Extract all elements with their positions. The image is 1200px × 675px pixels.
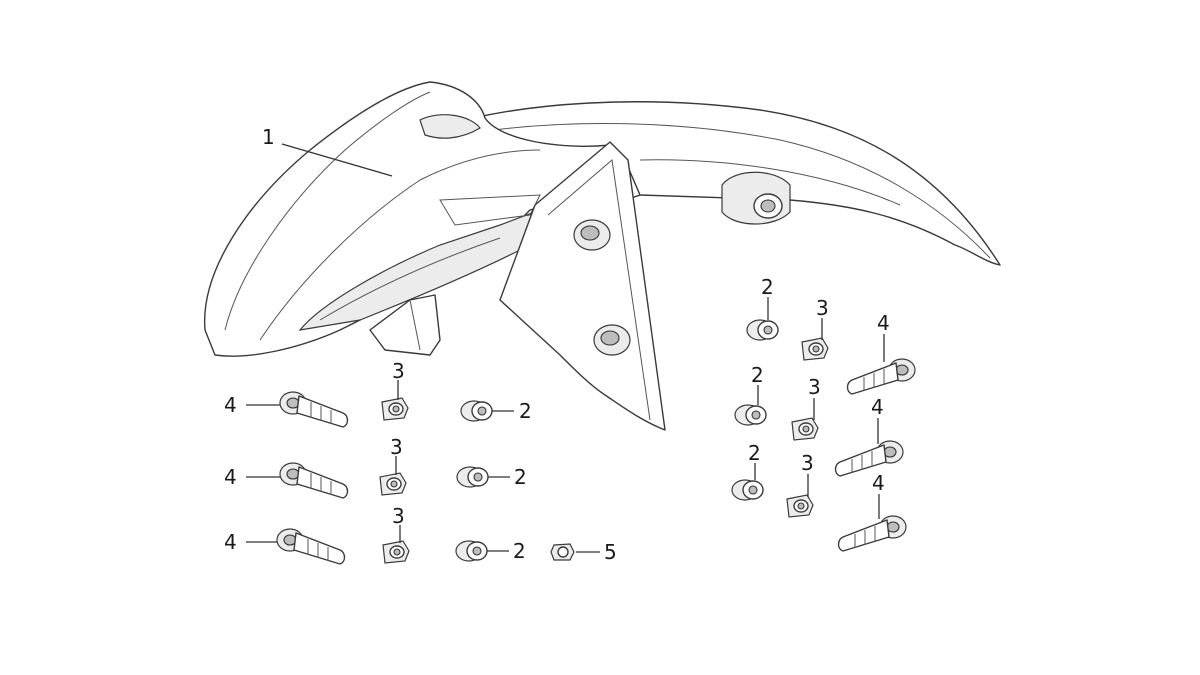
bolt-right-3: 4 xyxy=(837,471,907,552)
callout-label-3: 3 xyxy=(801,451,814,475)
fender-mount-boss xyxy=(721,171,791,225)
callout-label-2: 2 xyxy=(513,539,526,563)
callout-label-3: 3 xyxy=(816,296,829,320)
callout-label-3: 3 xyxy=(392,359,405,383)
callout-label-3: 3 xyxy=(808,375,821,399)
grommet-right-1: 2 xyxy=(746,275,779,341)
callout-label-2: 2 xyxy=(748,441,761,465)
callout-label-3: 3 xyxy=(392,504,405,528)
callout-label-2: 2 xyxy=(514,465,527,489)
callout-label-2: 2 xyxy=(519,399,532,423)
clip-nut-right-2: 3 xyxy=(791,375,821,441)
callout-label-4: 4 xyxy=(877,311,890,335)
grommet-right-2: 2 xyxy=(734,363,767,426)
bolt-right-2: 4 xyxy=(834,395,904,477)
callout-label-2: 2 xyxy=(751,363,764,387)
callout-label-4: 4 xyxy=(871,395,884,419)
clip-nut-right-3: 3 xyxy=(786,451,814,518)
clip-nut-right-1: 3 xyxy=(801,296,829,361)
callout-fender: 1 xyxy=(262,125,393,177)
clip-nut-left-1: 3 xyxy=(381,359,409,421)
bolt-right-1: 4 xyxy=(846,311,916,395)
clip-nut-left-3: 3 xyxy=(382,504,410,564)
clip-nut-left-2: 3 xyxy=(379,435,407,496)
grommet-right-3: 2 xyxy=(731,441,764,501)
callout-label-2: 2 xyxy=(761,275,774,299)
callout-label-4: 4 xyxy=(872,471,885,495)
bolt-left-2: 4 xyxy=(224,462,349,499)
callout-label-5: 5 xyxy=(604,540,617,564)
nut-5: 5 xyxy=(550,540,617,564)
callout-label-4: 4 xyxy=(224,465,237,489)
callout-label-3: 3 xyxy=(390,435,403,459)
bolt-left-1: 4 xyxy=(224,391,349,428)
front-fender xyxy=(204,81,1001,431)
grommet-left-3: 2 xyxy=(455,539,526,563)
callout-label-1: 1 xyxy=(262,125,275,149)
bolt-left-3: 4 xyxy=(224,528,346,565)
grommet-left-2: 2 xyxy=(456,465,527,489)
callout-label-4: 4 xyxy=(224,393,237,417)
callout-label-4: 4 xyxy=(224,530,237,554)
grommet-left-1: 2 xyxy=(460,399,532,423)
